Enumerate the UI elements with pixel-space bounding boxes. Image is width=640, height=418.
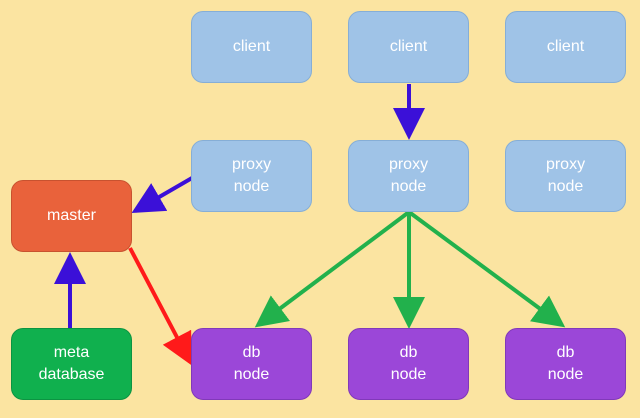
proxy-node-1: proxy node xyxy=(191,140,312,212)
db-node-3: db node xyxy=(505,328,626,400)
db-node-1: db node xyxy=(191,328,312,400)
db-node-2: db node xyxy=(348,328,469,400)
proxy-node-2: proxy node xyxy=(348,140,469,212)
proxy-node-3: proxy node xyxy=(505,140,626,212)
arrow-proxy-to-master xyxy=(131,176,194,214)
client-node-2: client xyxy=(348,11,469,83)
arrow-proxy-to-db-node-right xyxy=(407,210,566,328)
arrow-master-to-db-node xyxy=(128,247,192,366)
master-node: master xyxy=(11,180,132,252)
client-node-3: client xyxy=(505,11,626,83)
arrow-proxy-to-db-node-left xyxy=(254,210,411,328)
client-node-1: client xyxy=(191,11,312,83)
meta-database-node: meta database xyxy=(11,328,132,400)
